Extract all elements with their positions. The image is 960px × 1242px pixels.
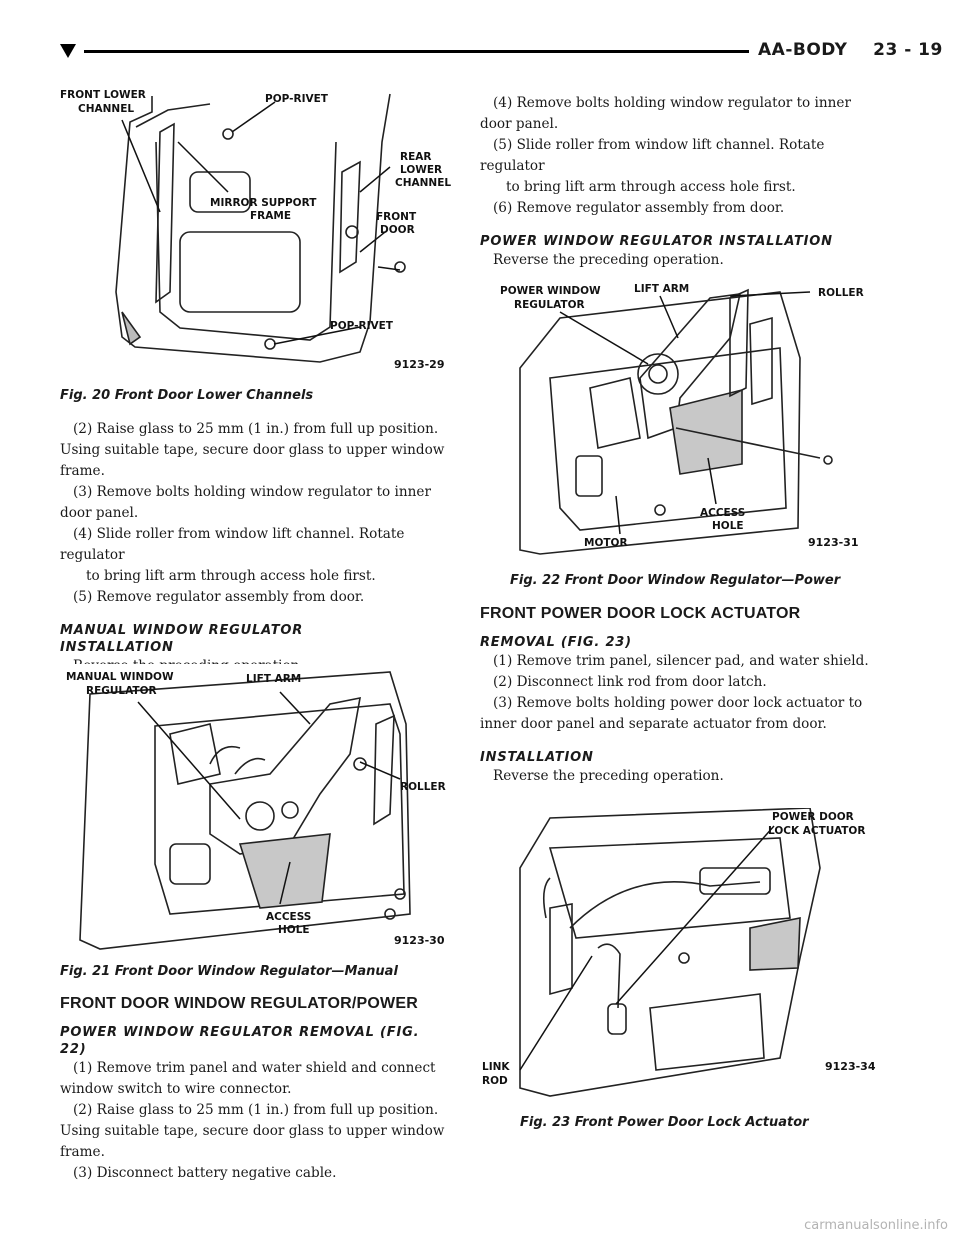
fig23-id: 9123-34 — [825, 1060, 876, 1073]
svg-text:REGULATOR: REGULATOR — [86, 685, 157, 697]
paragraph: (1) Remove trim panel, silencer pad, and… — [493, 653, 869, 669]
fig23-label-link-rod: LINK — [482, 1061, 510, 1073]
heading-power-window-regulator-installation: POWER WINDOW REGULATOR INSTALLATION — [480, 234, 833, 249]
fig21-label-manual-window-regulator: MANUAL WINDOW — [66, 671, 174, 683]
page-title: AA-BODY 23 - 19 — [758, 40, 943, 60]
fig23-caption: Fig. 23 Front Power Door Lock Actuator — [520, 1115, 809, 1130]
heading-manual-window-regulator-installation: MANUAL WINDOW REGULATOR INSTALLATION — [60, 623, 304, 655]
svg-text:FRAME: FRAME — [250, 210, 291, 222]
fig20-caption: Fig. 20 Front Door Lower Channels — [60, 388, 314, 403]
fig22-label-access-hole: ACCESS — [700, 507, 745, 519]
paragraph: (3) Disconnect battery negative cable. — [73, 1165, 337, 1181]
fig20-label-front-lower-channel: FRONT LOWER — [60, 89, 146, 101]
figure-23: POWER DOOR LOCK ACTUATOR LINK ROD 9123-3… — [480, 808, 878, 1138]
paragraph: (5) Remove regulator assembly from door. — [73, 589, 365, 605]
paragraph: (2) Disconnect link rod from door latch. — [493, 674, 767, 690]
svg-text:CHANNEL: CHANNEL — [395, 177, 451, 189]
paragraph: (2) Raise glass to 25 mm (1 in.) from fu… — [60, 1102, 445, 1160]
paragraph: (6) Remove regulator assembly from door. — [493, 200, 785, 216]
left-text-block-1: (2) Raise glass to 25 mm (1 in.) from fu… — [60, 419, 458, 677]
fig22-label-motor: MOTOR — [584, 537, 628, 549]
fig21-label-roller: ROLLER — [400, 781, 446, 793]
paragraph: (3) Remove bolts holding window regulato… — [60, 484, 431, 521]
svg-text:HOLE: HOLE — [712, 520, 744, 532]
right-text-block-1: (4) Remove bolts holding window regulato… — [480, 93, 878, 271]
heading-front-power-door-lock-actuator: FRONT POWER DOOR LOCK ACTUATOR — [480, 605, 801, 622]
left-text-block-2: FRONT DOOR WINDOW REGULATOR/POWER POWER … — [60, 994, 458, 1184]
fig22-label-lift-arm: LIFT ARM — [634, 283, 689, 295]
heading-power-window-regulator-removal: POWER WINDOW REGULATOR REMOVAL (FIG. 22) — [60, 1025, 420, 1057]
svg-text:HOLE: HOLE — [278, 924, 310, 936]
paragraph: (3) Remove bolts holding power door lock… — [480, 695, 863, 732]
fig22-illustration: POWER WINDOW REGULATOR LIFT ARM ROLLER A… — [500, 283, 864, 555]
fig21-id: 9123-30 — [394, 934, 445, 947]
fig21-illustration: MANUAL WINDOW REGULATOR LIFT ARM ROLLER … — [66, 671, 446, 950]
fig22-label-roller: ROLLER — [818, 287, 864, 299]
svg-text:ROD: ROD — [482, 1075, 508, 1087]
fig20-id: 9123-29 — [394, 358, 445, 371]
paragraph: (4) Slide roller from window lift channe… — [60, 526, 405, 563]
paragraph: (4) Remove bolts holding window regulato… — [480, 95, 851, 132]
fig23-label-power-door-lock-actuator: POWER DOOR — [772, 811, 854, 823]
fig20-label-mirror-support-frame: MIRROR SUPPORT — [210, 197, 317, 209]
figure-21: MANUAL WINDOW REGULATOR LIFT ARM ROLLER … — [60, 664, 458, 984]
svg-text:LOCK ACTUATOR: LOCK ACTUATOR — [768, 825, 865, 837]
fig21-caption: Fig. 21 Front Door Window Regulator—Manu… — [60, 964, 398, 979]
heading-front-door-window-regulator-power: FRONT DOOR WINDOW REGULATOR/POWER — [60, 995, 418, 1012]
svg-text:LOWER: LOWER — [400, 164, 442, 176]
fig20-illustration: FRONT LOWER CHANNEL POP-RIVET REAR LOWER… — [60, 89, 451, 371]
paragraph: to bring lift arm through access hole fi… — [506, 179, 796, 195]
fig23-illustration: POWER DOOR LOCK ACTUATOR LINK ROD 9123-3… — [482, 808, 876, 1097]
heading-removal-fig-23: REMOVAL (FIG. 23) — [480, 635, 632, 650]
paragraph: Reverse the preceding operation. — [493, 252, 724, 268]
paragraph: (5) Slide roller from window lift channe… — [480, 137, 825, 174]
header-rule — [84, 50, 749, 53]
figure-22: POWER WINDOW REGULATOR LIFT ARM ROLLER A… — [480, 278, 878, 593]
svg-text:CHANNEL: CHANNEL — [78, 103, 134, 115]
paragraph: Reverse the preceding operation. — [493, 768, 724, 784]
fig22-id: 9123-31 — [808, 536, 859, 549]
paragraph: to bring lift arm through access hole fi… — [86, 568, 376, 584]
fig20-label-front-door: FRONT — [376, 211, 417, 223]
fig20-label-rear-lower-channel: REAR — [400, 151, 431, 163]
paragraph: (2) Raise glass to 25 mm (1 in.) from fu… — [60, 421, 445, 479]
fig21-label-access-hole: ACCESS — [266, 911, 311, 923]
fig20-label-pop-rivet-bottom: POP-RIVET — [330, 320, 394, 332]
svg-text:DOOR: DOOR — [380, 224, 415, 236]
heading-installation: INSTALLATION — [480, 750, 594, 765]
fig22-label-power-window-regulator: POWER WINDOW — [500, 285, 601, 297]
paragraph: (1) Remove trim panel and water shield a… — [60, 1060, 436, 1097]
right-text-block-2: FRONT POWER DOOR LOCK ACTUATOR REMOVAL (… — [480, 604, 878, 787]
fig20-label-pop-rivet-top: POP-RIVET — [265, 93, 329, 105]
triangle-marker-icon — [60, 44, 76, 58]
page-header: AA-BODY 23 - 19 — [60, 40, 943, 68]
fig22-caption: Fig. 22 Front Door Window Regulator—Powe… — [510, 573, 841, 588]
watermark: carmanualsonline.info — [804, 1218, 948, 1233]
figure-20: FRONT LOWER CHANNEL POP-RIVET REAR LOWER… — [60, 82, 458, 407]
fig21-label-lift-arm: LIFT ARM — [246, 673, 301, 685]
svg-text:REGULATOR: REGULATOR — [514, 299, 585, 311]
